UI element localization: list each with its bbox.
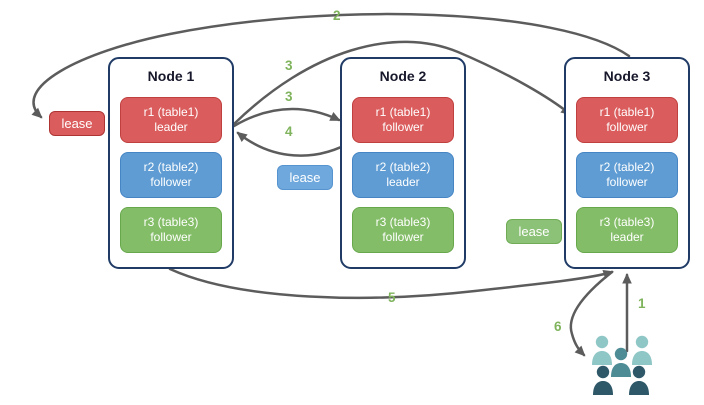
node-3-replica-r3: r3 (table3) leader [576,207,678,253]
replica-role: leader [386,175,420,189]
replica-role: leader [154,120,188,134]
arrow-step4-node2-to-node1 [236,131,355,157]
replica-label: r2 (table2) [143,160,199,174]
step-label-5: 5 [388,290,396,305]
node-2-replica-r2: r2 (table2) leader [352,152,454,198]
replica-role: follower [606,175,648,189]
node-3-panel: Node 3 r1 (table1) follower r2 (table2) … [564,57,690,269]
node-1-panel: Node 1 r1 (table1) leader r2 (table2) fo… [108,57,234,269]
node-1-replica-r3: r3 (table3) follower [120,207,222,253]
node-2-panel: Node 2 r1 (table1) follower r2 (table2) … [340,57,466,269]
lease-badge-green: lease [506,219,562,244]
node-2-replica-r1: r1 (table1) follower [352,97,454,143]
step-label-1: 1 [638,296,646,311]
node-1-replica-r1: r1 (table1) leader [120,97,222,143]
replica-label: r3 (table3) [599,215,655,229]
replica-role: leader [610,230,644,244]
replica-label: r3 (table3) [143,215,199,229]
replica-label: r2 (table2) [375,160,431,174]
replica-role: follower [382,120,424,134]
users-group-icon [592,335,652,395]
node-3-replica-r1: r1 (table1) follower [576,97,678,143]
replica-label: r3 (table3) [375,215,431,229]
replica-label: r1 (table1) [599,105,655,119]
lease-badge-blue: lease [277,165,333,190]
replica-label: r1 (table1) [143,105,199,119]
replica-role: follower [150,230,192,244]
node-3-replica-r2: r2 (table2) follower [576,152,678,198]
replica-label: r2 (table2) [599,160,655,174]
node-1-replica-r2: r2 (table2) follower [120,152,222,198]
node-3-title: Node 3 [603,68,651,84]
replica-role: follower [150,175,192,189]
replica-label: r1 (table1) [375,105,431,119]
node-1-title: Node 1 [147,68,195,84]
step-label-3b: 3 [285,89,293,104]
step-label-2: 2 [333,8,341,23]
lease-badge-red: lease [49,111,105,136]
step-label-6: 6 [554,319,562,334]
node-2-replica-r3: r3 (table3) follower [352,207,454,253]
replica-role: follower [606,120,648,134]
node-2-title: Node 2 [379,68,427,84]
step-label-3a: 3 [285,58,293,73]
step-label-4: 4 [285,124,293,139]
replica-role: follower [382,230,424,244]
